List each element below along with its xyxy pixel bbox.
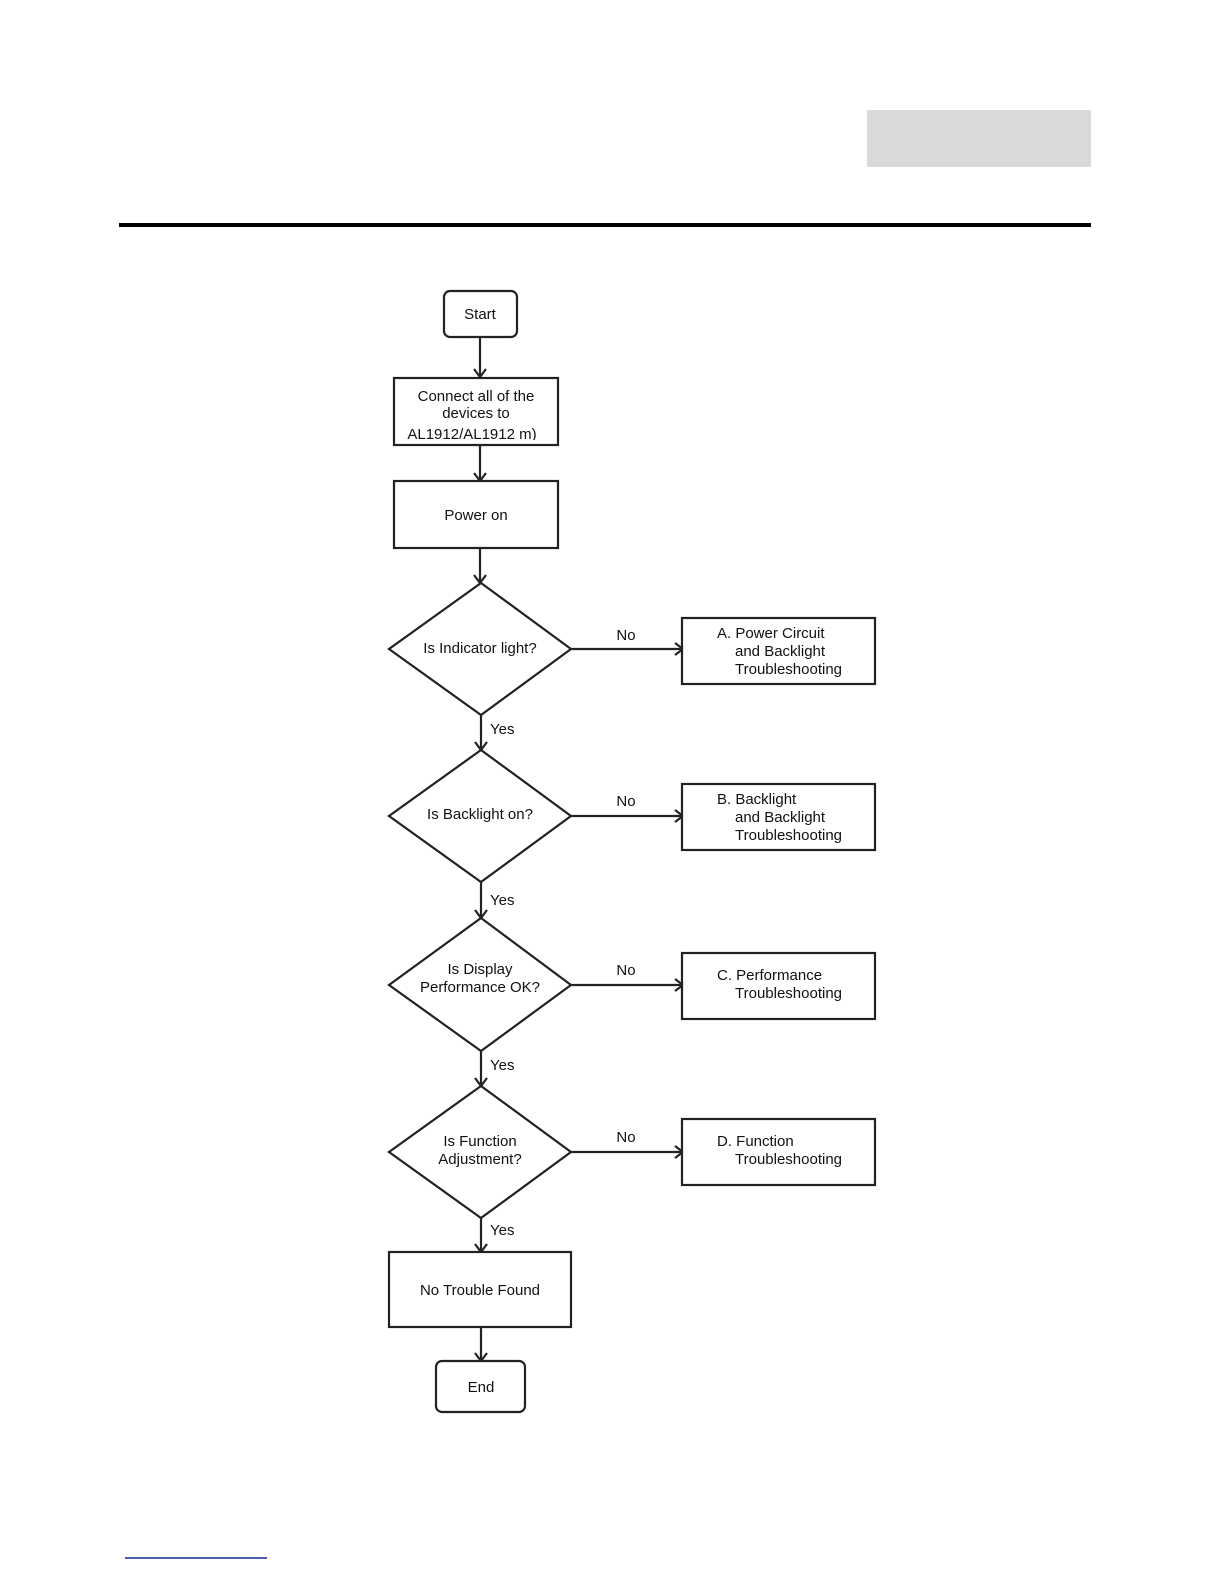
decision-4-line-1: Is Function [443, 1133, 516, 1150]
decision-2-label: Is Backlight on? [427, 806, 533, 823]
result-a-line-3: Troubleshooting [735, 661, 842, 678]
power-on-node: Power on [392, 479, 560, 550]
result-performance: C. Performance Troubleshooting [680, 951, 877, 1021]
result-d-line-2: Troubleshooting [735, 1151, 842, 1168]
result-function: D. Function Troubleshooting [680, 1117, 877, 1187]
connect-line-1: Connect all of the [418, 388, 535, 405]
result-c-line-1: C. Performance [717, 967, 822, 984]
power-on-label: Power on [444, 507, 507, 524]
no-trouble-found-label: No Trouble Found [420, 1282, 540, 1299]
start-label: Start [464, 306, 497, 323]
decision-backlight-on: Is Backlight on? [387, 748, 573, 884]
result-b-line-2: and Backlight [735, 809, 826, 826]
yes-label: Yes [490, 721, 514, 738]
footer-link-underline[interactable] [125, 1557, 267, 1559]
decision-3-line-2: Performance OK? [420, 979, 540, 996]
end-node: End [434, 1359, 527, 1414]
result-a-line-1: A. Power Circuit [717, 625, 825, 642]
connect-devices-node: Connect all of the devices to AL1912/AL1… [392, 376, 560, 447]
decision-4-line-2: Adjustment? [438, 1151, 521, 1168]
result-c-line-2: Troubleshooting [735, 985, 842, 1002]
decision-3-line-1: Is Display [447, 961, 513, 978]
yes-label: Yes [490, 1057, 514, 1074]
decision-1-label: Is Indicator light? [423, 640, 536, 657]
result-b-line-1: B. Backlight [717, 791, 797, 808]
no-label: No [616, 962, 635, 979]
result-backlight: B. Backlight and Backlight Troubleshooti… [680, 782, 877, 852]
start-node: Start [442, 289, 519, 339]
end-label: End [468, 1379, 495, 1396]
result-d-line-1: D. Function [717, 1133, 794, 1150]
no-trouble-found-node: No Trouble Found [387, 1250, 573, 1329]
header-rule [119, 223, 1091, 227]
decision-indicator-light: Is Indicator light? [387, 581, 573, 717]
yes-label: Yes [490, 892, 514, 909]
result-a-line-2: and Backlight [735, 643, 826, 660]
decision-display-performance: Is Display Performance OK? [387, 916, 573, 1053]
connect-line-3: AL1912/AL1912 m) [407, 426, 536, 443]
connect-line-2: devices to [442, 405, 510, 422]
yes-label: Yes [490, 1222, 514, 1239]
no-label: No [616, 1129, 635, 1146]
result-b-line-3: Troubleshooting [735, 827, 842, 844]
header-tab [867, 110, 1091, 167]
result-power-circuit: A. Power Circuit and Backlight Troublesh… [680, 616, 877, 686]
decision-function-adjustment: Is Function Adjustment? [387, 1084, 573, 1220]
no-label: No [616, 627, 635, 644]
no-label: No [616, 793, 635, 810]
